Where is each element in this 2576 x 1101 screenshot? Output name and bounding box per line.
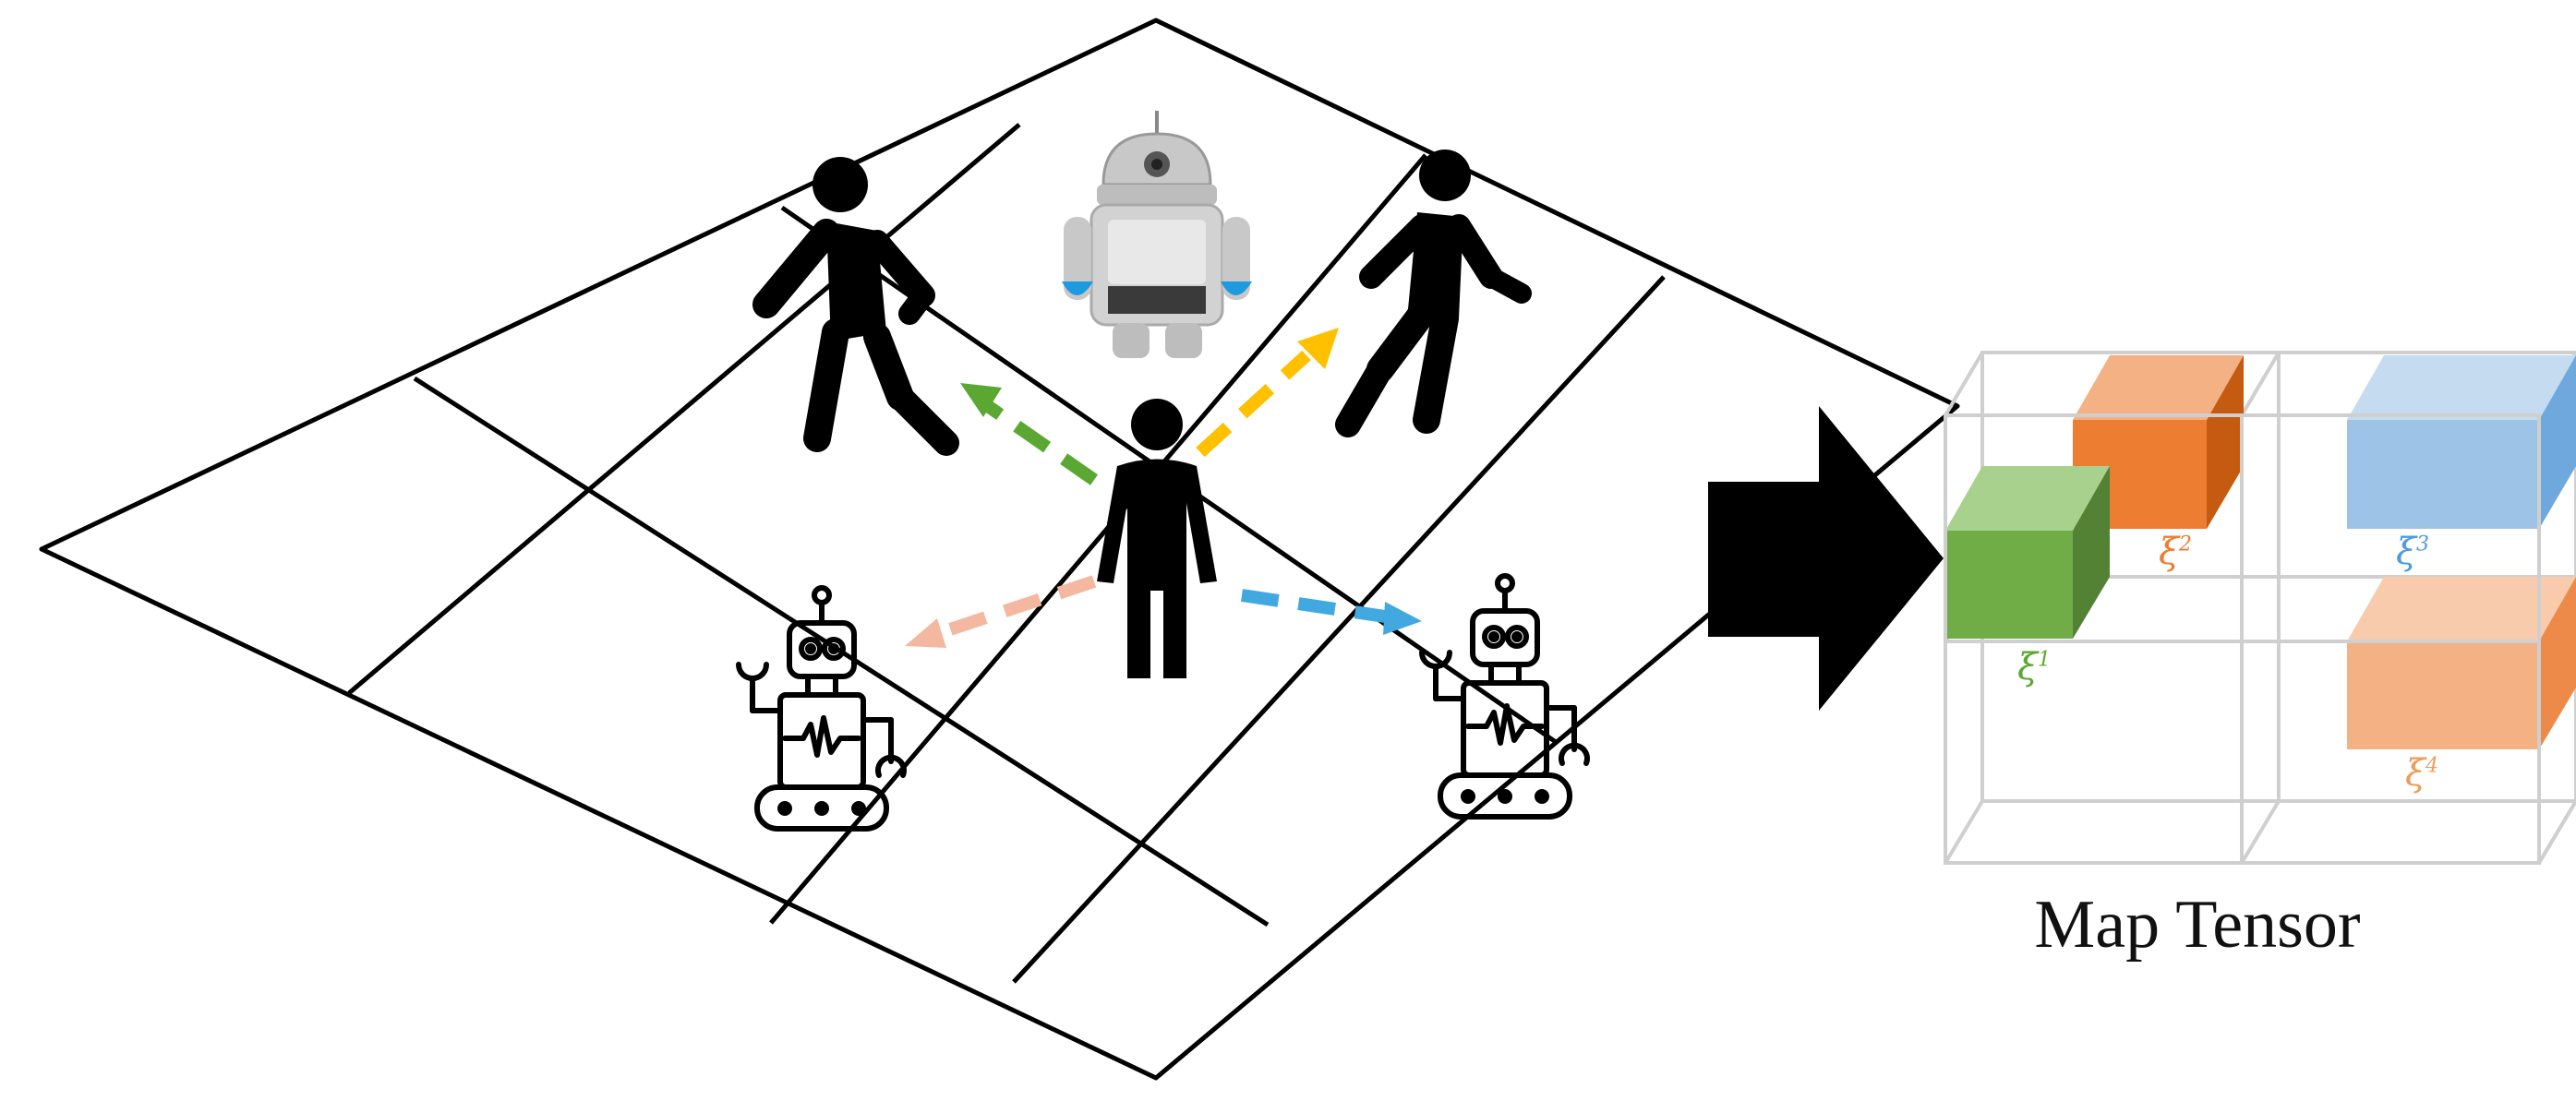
rover-robot-icon — [1419, 573, 1590, 820]
humanoid-robot-icon — [1062, 111, 1252, 358]
walking-person-icon — [1335, 150, 1532, 437]
xi-label-1: ξ1 — [2017, 646, 2052, 688]
map-tensor-caption: Map Tensor — [2034, 887, 2361, 963]
right-arrow-icon — [1708, 406, 1944, 711]
yellow-arrow — [1196, 350, 1311, 458]
grid-line — [347, 123, 1021, 695]
rover-robot-icon — [736, 585, 907, 832]
standing-person-icon — [1097, 399, 1217, 678]
salmon-arrowhead — [905, 618, 946, 648]
green-cube — [1945, 466, 2110, 639]
blue-cube — [2347, 355, 2576, 529]
green-arrowhead — [960, 383, 1002, 417]
xi-label-3: ξ3 — [2396, 531, 2430, 573]
relation-arrows — [905, 328, 1422, 648]
map-tensor — [1944, 351, 2576, 865]
yellow-arrowhead — [1297, 328, 1339, 369]
grid-floor — [39, 18, 1960, 1081]
salmon-arrow — [939, 575, 1097, 639]
blue-arrowhead — [1383, 602, 1422, 635]
grid-outline — [39, 18, 1960, 1081]
xi-label-2: ξ2 — [2159, 531, 2193, 573]
peach-cube — [2347, 577, 2576, 749]
tensor-wireframe-front — [1944, 413, 2576, 865]
green-arrow — [984, 401, 1098, 485]
walking-person-icon — [752, 157, 959, 456]
grid-line — [1012, 275, 1666, 984]
blue-arrow — [1240, 589, 1387, 623]
xi-label-4: ξ4 — [2405, 752, 2439, 795]
